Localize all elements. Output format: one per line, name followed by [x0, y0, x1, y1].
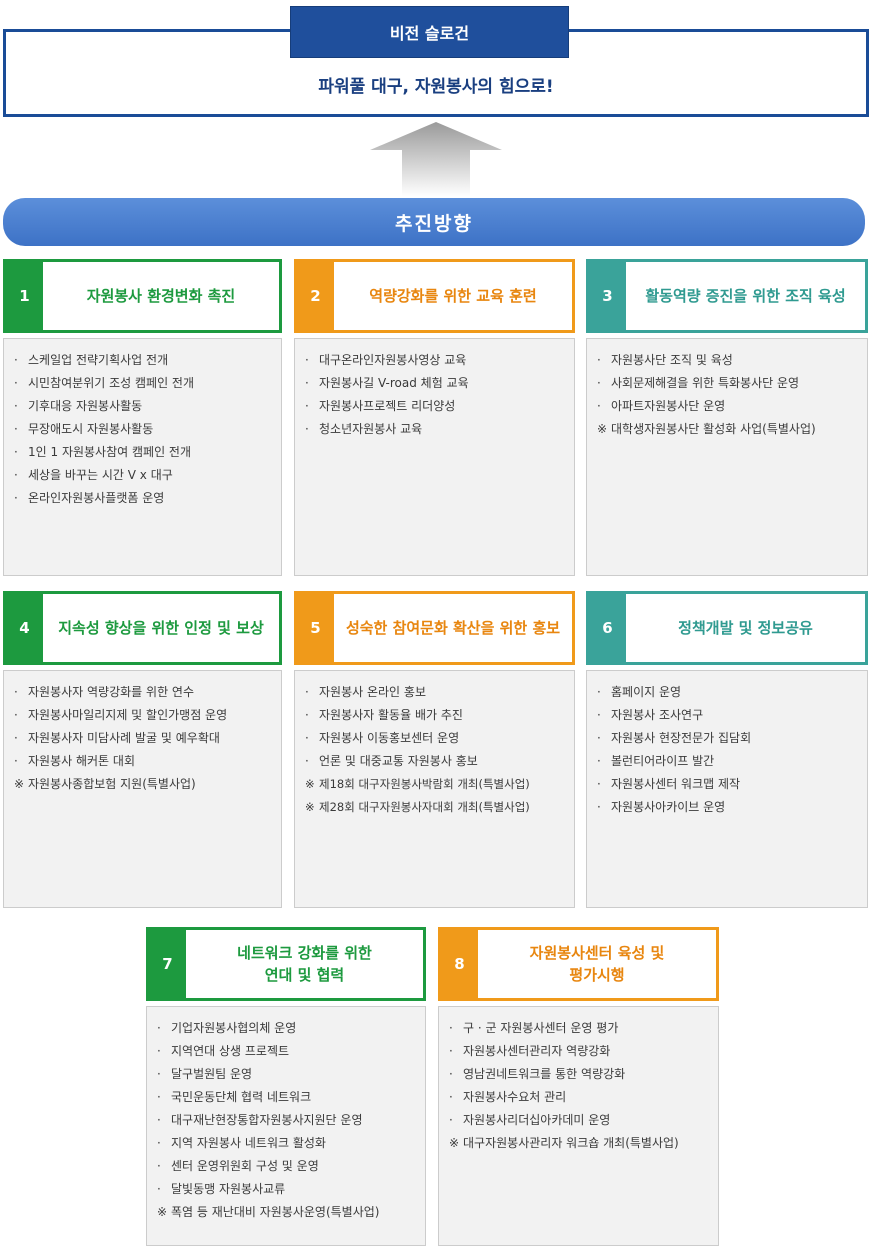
list-item: ·기업자원봉사협의체 운영	[157, 1021, 297, 1035]
list-item: ·자원봉사리더십아카데미 운영	[449, 1113, 611, 1127]
card-body-7: ·기업자원봉사협의체 운영 ·지역연대 상생 프로젝트 ·달구벌원팀 운영 ·국…	[146, 1006, 426, 1246]
list-item: ※자원봉사종합보험 지원(특별사업)	[14, 777, 196, 791]
list-item: ·자원봉사아카이브 운영	[597, 800, 726, 814]
card-title: 역량강화를 위한 교육 훈련	[334, 262, 572, 330]
card-title: 활동역량 증진을 위한 조직 육성	[626, 262, 865, 330]
vision-slogan: 파워풀 대구, 자원봉사의 힘으로!	[318, 77, 554, 97]
card-header-4: 4 지속성 향상을 위한 인정 및 보상	[3, 591, 282, 665]
list-item: ※대학생자원봉사단 활성화 사업(특별사업)	[597, 422, 816, 436]
list-item: ·국민운동단체 협력 네트워크	[157, 1090, 312, 1104]
list-item: ·자원봉사 이동홍보센터 운영	[305, 731, 460, 745]
list-item: ·달빛동맹 자원봉사교류	[157, 1182, 286, 1196]
list-item: ·자원봉사마일리지제 및 할인가맹점 운영	[14, 708, 228, 722]
card-body-5: ·자원봉사 온라인 홍보 ·자원봉사자 활동율 배가 추진 ·자원봉사 이동홍보…	[294, 670, 575, 908]
card-body-6: ·홈페이지 운영 ·자원봉사 조사연구 ·자원봉사 현장전문가 집담회 ·볼런티…	[586, 670, 868, 908]
list-item: ※제18회 대구자원봉사박람회 개최(특별사업)	[305, 777, 530, 791]
list-item: ·영남권네트워크를 통한 역량강화	[449, 1067, 626, 1081]
card-header-5: 5 성숙한 참여문화 확산을 위한 홍보	[294, 591, 575, 665]
card-header-1: 1 자원봉사 환경변화 촉진	[3, 259, 282, 333]
card-title: 정책개발 및 정보공유	[626, 594, 865, 662]
card-title: 자원봉사 환경변화 촉진	[43, 262, 279, 330]
list-item: ·볼런티어라이프 발간	[597, 754, 715, 768]
list-item: ·자원봉사수요처 관리	[449, 1090, 567, 1104]
card-body-3: ·자원봉사단 조직 및 육성 ·사회문제해결을 위한 특화봉사단 운영 ·아파트…	[586, 338, 868, 576]
list-item: ※폭염 등 재난대비 자원봉사운영(특별사업)	[157, 1205, 380, 1219]
card-number: 7	[149, 930, 186, 998]
list-item: ·자원봉사 해커톤 대회	[14, 754, 135, 768]
list-item: ·자원봉사자 미담사례 발굴 및 예우확대	[14, 731, 220, 745]
vision-tab: 비전 슬로건	[290, 6, 569, 58]
list-item: ·자원봉사자 활동율 배가 추진	[305, 708, 463, 722]
card-number: 4	[6, 594, 43, 662]
direction-bar: 추진방향	[3, 198, 865, 246]
card-body-4: ·자원봉사자 역량강화를 위한 연수 ·자원봉사마일리지제 및 할인가맹점 운영…	[3, 670, 282, 908]
card-number: 3	[589, 262, 626, 330]
list-item: ·자원봉사 현장전문가 집담회	[597, 731, 752, 745]
list-item: ·무장애도시 자원봉사활동	[14, 422, 154, 436]
list-item: ·자원봉사센터관리자 역량강화	[449, 1044, 611, 1058]
list-item: ·청소년자원봉사 교육	[305, 422, 423, 436]
card-number: 6	[589, 594, 626, 662]
list-item: ·자원봉사프로젝트 리더양성	[305, 399, 456, 413]
list-item: ·아파트자원봉사단 운영	[597, 399, 726, 413]
list-item: ·홈페이지 운영	[597, 685, 682, 699]
list-item: ·센터 운영위원회 구성 및 운영	[157, 1159, 319, 1173]
card-header-2: 2 역량강화를 위한 교육 훈련	[294, 259, 575, 333]
list-item: ·지역연대 상생 프로젝트	[157, 1044, 290, 1058]
card-number: 8	[441, 930, 478, 998]
list-item: ※제28회 대구자원봉사자대회 개최(특별사업)	[305, 800, 530, 814]
card-number: 2	[297, 262, 334, 330]
list-item: ·스케일업 전략기획사업 전개	[14, 353, 169, 367]
list-item: ·달구벌원팀 운영	[157, 1067, 253, 1081]
card-number: 5	[297, 594, 334, 662]
card-number: 1	[6, 262, 43, 330]
list-item: ·대구재난현장통합자원봉사지원단 운영	[157, 1113, 363, 1127]
list-item: ·지역 자원봉사 네트워크 활성화	[157, 1136, 326, 1150]
list-item: ·자원봉사자 역량강화를 위한 연수	[14, 685, 195, 699]
list-item: ·대구온라인자원봉사영상 교육	[305, 353, 467, 367]
list-item: ·온라인자원봉사플랫폼 운영	[14, 491, 165, 505]
list-item: ·세상을 바꾸는 시간 V x 대구	[14, 468, 173, 482]
card-body-2: ·대구온라인자원봉사영상 교육 ·자원봉사길 V-road 체험 교육 ·자원봉…	[294, 338, 575, 576]
list-item: ·구 · 군 자원봉사센터 운영 평가	[449, 1021, 619, 1035]
list-item: ·기후대응 자원봉사활동	[14, 399, 143, 413]
list-item: ·사회문제해결을 위한 특화봉사단 운영	[597, 376, 800, 390]
list-item: ·언론 및 대중교통 자원봉사 홍보	[305, 754, 478, 768]
up-arrow-icon	[370, 122, 502, 196]
card-body-1: ·스케일업 전략기획사업 전개 ·시민참여분위기 조성 캠페인 전개 ·기후대응…	[3, 338, 282, 576]
list-item: ·자원봉사길 V-road 체험 교육	[305, 376, 469, 390]
list-item: ※대구자원봉사관리자 워크숍 개최(특별사업)	[449, 1136, 679, 1150]
card-header-6: 6 정책개발 및 정보공유	[586, 591, 868, 665]
list-item: ·자원봉사 조사연구	[597, 708, 704, 722]
list-item: ·자원봉사 온라인 홍보	[305, 685, 426, 699]
list-item: ·자원봉사단 조직 및 육성	[597, 353, 733, 367]
card-title: 지속성 향상을 위한 인정 및 보상	[43, 594, 279, 662]
card-header-3: 3 활동역량 증진을 위한 조직 육성	[586, 259, 868, 333]
card-body-8: ·구 · 군 자원봉사센터 운영 평가 ·자원봉사센터관리자 역량강화 ·영남권…	[438, 1006, 719, 1246]
card-title: 성숙한 참여문화 확산을 위한 홍보	[334, 594, 572, 662]
list-item: ·1인 1 자원봉사참여 캠페인 전개	[14, 445, 192, 459]
list-item: ·시민참여분위기 조성 캠페인 전개	[14, 376, 195, 390]
list-item: ·자원봉사센터 워크맵 제작	[597, 777, 741, 791]
